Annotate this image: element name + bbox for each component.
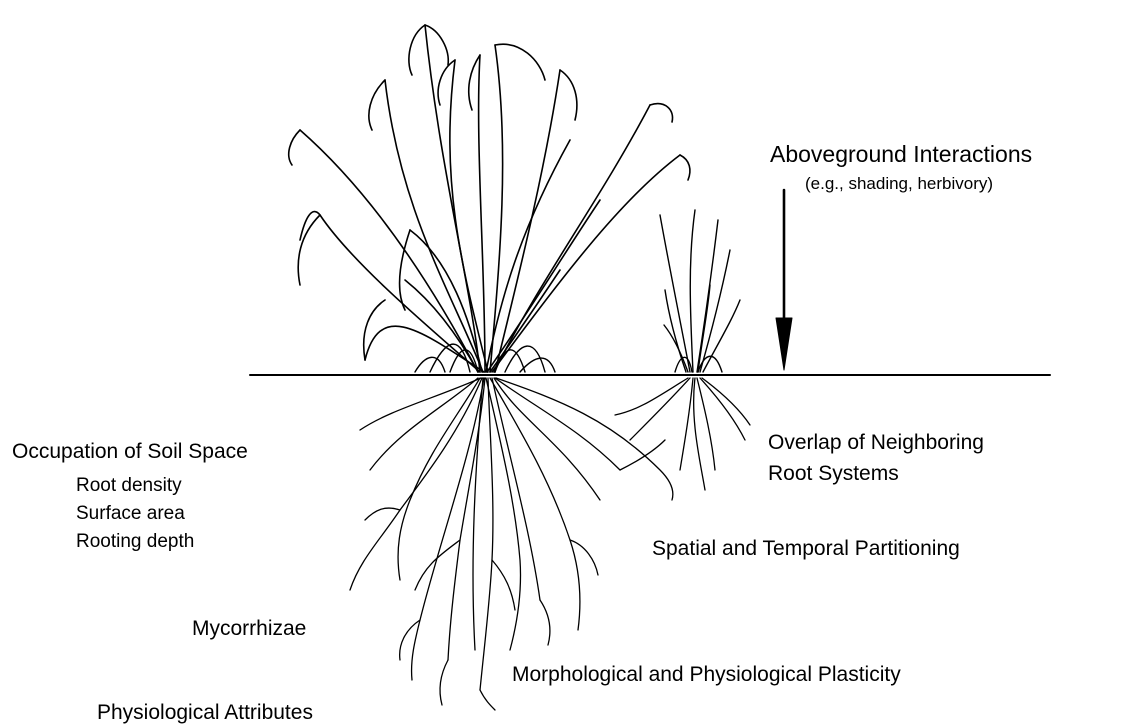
plasticity-label: Morphological and Physiological Plastici…	[512, 663, 901, 687]
occupation-of-soil-space-label: Occupation of Soil Space	[12, 440, 248, 464]
large-grass-shoots	[289, 25, 690, 372]
small-grass-shoots	[660, 210, 740, 372]
aboveground-arrow	[776, 190, 792, 370]
small-grass-roots	[615, 378, 750, 490]
spatial-temporal-partitioning-label: Spatial and Temporal Partitioning	[652, 537, 960, 561]
surface-area-label: Surface area	[76, 503, 185, 525]
aboveground-examples-label: (e.g., shading, herbivory)	[805, 174, 993, 194]
root-density-label: Root density	[76, 475, 182, 497]
mycorrhizae-label: Mycorrhizae	[192, 617, 306, 641]
overlap-root-systems-label-line2: Root Systems	[768, 462, 899, 486]
large-grass-roots	[350, 378, 673, 710]
overlap-root-systems-label-line1: Overlap of Neighboring	[768, 431, 984, 455]
physiological-attributes-label: Physiological Attributes	[97, 701, 313, 725]
rooting-depth-label: Rooting depth	[76, 531, 194, 553]
aboveground-interactions-label: Aboveground Interactions	[770, 141, 1032, 167]
